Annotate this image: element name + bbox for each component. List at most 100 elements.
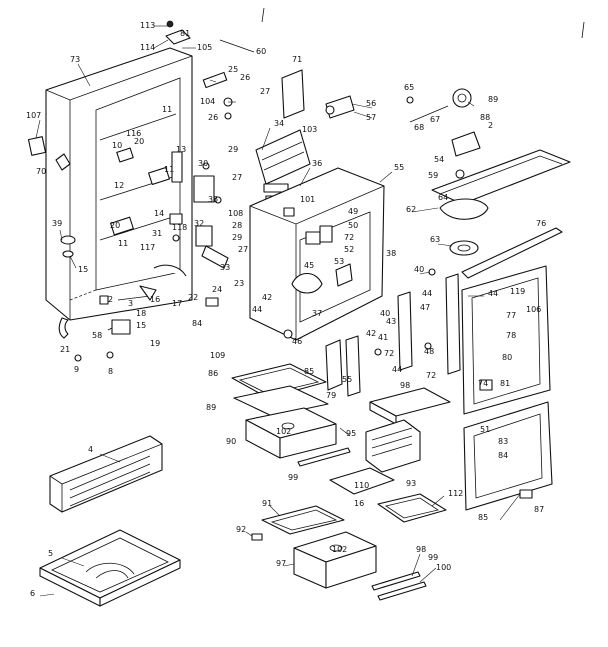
callout-label: 48 bbox=[424, 347, 434, 356]
callout-label: 40 bbox=[380, 309, 390, 318]
lower-shelf-frame bbox=[261, 505, 345, 535]
callout-label: 67 bbox=[430, 115, 440, 124]
callout-label: 20 bbox=[134, 137, 144, 146]
callout-label: 117 bbox=[140, 243, 155, 252]
callout-label: 72 bbox=[384, 349, 394, 358]
callout-label: 29 bbox=[232, 233, 242, 242]
callout-label: 13 bbox=[176, 145, 186, 154]
callout-label: 11 bbox=[164, 165, 174, 174]
callout-label: 43 bbox=[386, 317, 396, 326]
callout-label: 98 bbox=[416, 545, 426, 554]
callout-label: 52 bbox=[344, 245, 354, 254]
callout-label: 24 bbox=[212, 285, 222, 294]
callout-label: 8 bbox=[108, 367, 113, 376]
callout-label: 3 bbox=[128, 299, 133, 308]
callout-label: 34 bbox=[274, 119, 284, 128]
callout-label: 36 bbox=[312, 159, 322, 168]
callout-label: 81 bbox=[500, 379, 510, 388]
callout-label: 116 bbox=[126, 129, 141, 138]
callout-label: 92 bbox=[236, 525, 246, 534]
callout-label: 14 bbox=[154, 209, 164, 218]
callout-label: 39 bbox=[52, 219, 62, 228]
callout-label: 21 bbox=[60, 345, 70, 354]
callout-label: 44 bbox=[488, 289, 498, 298]
callout-label: 51 bbox=[480, 425, 490, 434]
inner-liner-panel bbox=[249, 167, 385, 341]
callout-label: 23 bbox=[234, 279, 244, 288]
leader-lines bbox=[35, 25, 521, 597]
callout-label: 42 bbox=[366, 329, 376, 338]
callout-label: 79 bbox=[326, 391, 336, 400]
callout-label: 15 bbox=[78, 265, 88, 274]
callout-label: 89 bbox=[206, 403, 216, 412]
glass-shelf bbox=[377, 493, 447, 523]
callout-label: 93 bbox=[406, 479, 416, 488]
callout-label: 72 bbox=[344, 233, 354, 242]
callout-label: 17 bbox=[172, 299, 182, 308]
door-frame-lower bbox=[463, 379, 553, 511]
shelf-frame bbox=[233, 385, 329, 417]
shelf-upper bbox=[231, 363, 327, 399]
callout-label: 97 bbox=[276, 559, 286, 568]
callout-label: 98 bbox=[400, 381, 410, 390]
callout-label: 2 bbox=[108, 295, 113, 304]
callout-label: 2 bbox=[488, 121, 493, 130]
callout-label: 99 bbox=[288, 473, 298, 482]
callout-label: 72 bbox=[426, 371, 436, 380]
drawer-slide-pin bbox=[251, 533, 263, 541]
callout-label: 58 bbox=[92, 331, 102, 340]
callout-label: 33 bbox=[220, 263, 230, 272]
callout-label: 70 bbox=[36, 167, 46, 176]
callout-label: 30 bbox=[198, 159, 208, 168]
toe-grille bbox=[49, 435, 163, 513]
top-right-parts bbox=[406, 88, 571, 279]
drain-fitting bbox=[325, 95, 355, 119]
callout-label: 35 bbox=[208, 195, 218, 204]
callout-label: 106 bbox=[526, 305, 541, 314]
callout-label: 46 bbox=[292, 337, 302, 346]
callout-label: 54 bbox=[434, 155, 444, 164]
callout-label: 88 bbox=[480, 113, 490, 122]
callout-label: 104 bbox=[200, 97, 215, 106]
callout-label: 28 bbox=[232, 221, 242, 230]
door-frame-upper bbox=[461, 265, 551, 415]
lower-drawer bbox=[293, 531, 377, 589]
callout-label: 100 bbox=[436, 563, 451, 572]
callout-label: 73 bbox=[70, 55, 80, 64]
callout-label: 44 bbox=[252, 305, 262, 314]
callout-label: 16 bbox=[354, 499, 364, 508]
callout-label: 4 bbox=[88, 445, 93, 454]
callout-label: 31 bbox=[152, 229, 162, 238]
callout-label: 101 bbox=[300, 195, 315, 204]
callout-label: 65 bbox=[404, 83, 414, 92]
callout-label: 112 bbox=[448, 489, 463, 498]
callout-label: 20 bbox=[110, 221, 120, 230]
left-side-parts bbox=[27, 136, 187, 362]
callout-label: 27 bbox=[238, 245, 248, 254]
callout-label: 110 bbox=[354, 481, 369, 490]
callout-label: 27 bbox=[260, 87, 270, 96]
callout-label: 114 bbox=[140, 43, 155, 52]
callout-label: 85 bbox=[478, 513, 488, 522]
callout-label: 16 bbox=[150, 295, 160, 304]
callout-label: 38 bbox=[386, 249, 396, 258]
callout-label: 86 bbox=[208, 369, 218, 378]
callout-label: 41 bbox=[378, 333, 388, 342]
callout-label: 105 bbox=[197, 43, 212, 52]
crisper-drawer-upper bbox=[245, 407, 337, 459]
shelf-right bbox=[369, 387, 451, 425]
callout-label: 50 bbox=[348, 221, 358, 230]
callout-label: 37 bbox=[312, 309, 322, 318]
hinge-and-control-parts bbox=[165, 20, 255, 307]
callout-label: 83 bbox=[498, 437, 508, 446]
callout-label: 22 bbox=[188, 293, 198, 302]
callout-label: 81 bbox=[180, 29, 190, 38]
callout-label: 27 bbox=[232, 173, 242, 182]
callout-label: 74 bbox=[478, 379, 488, 388]
callout-label: 53 bbox=[334, 257, 344, 266]
callout-label: 59 bbox=[428, 171, 438, 180]
callout-label: 55 bbox=[394, 163, 404, 172]
callout-label: 118 bbox=[172, 223, 187, 232]
callout-label: 44 bbox=[422, 289, 432, 298]
